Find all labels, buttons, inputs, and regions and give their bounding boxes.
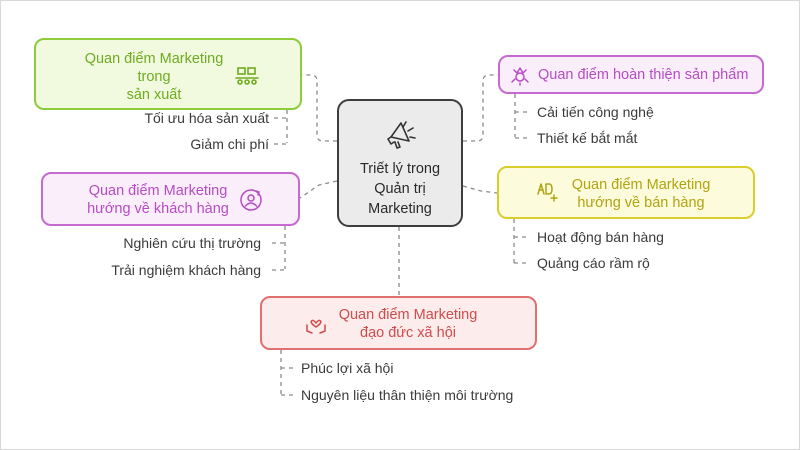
- node-sales-title: Quan điểm Marketing hướng về bán hàng: [571, 177, 711, 211]
- node-ethics: Quan điểm Marketing đạo đức xã hội: [260, 296, 537, 350]
- node-product: Quan điểm hoàn thiện sản phẩm: [498, 55, 764, 94]
- megaphone-icon: [387, 121, 416, 149]
- center-node: Triết lý trong Quản trị Marketing: [337, 99, 463, 227]
- heart-hands-icon: [306, 319, 326, 334]
- production-item-2: Giảm chi phí: [190, 136, 269, 152]
- product-item-1: Cải tiến công nghệ: [537, 104, 654, 120]
- node-customer: Quan điểm Marketing hướng về khách hàng: [41, 172, 300, 226]
- connector-center-customer: [299, 180, 338, 199]
- ad-sparkle-icon: [537, 183, 558, 202]
- node-ethics-title: Quan điểm Marketing đạo đức xã hội: [338, 307, 478, 341]
- node-production: Quan điểm Marketing trong sản xuất: [34, 38, 302, 110]
- ethics-item-1: Phúc lợi xã hội: [301, 360, 394, 376]
- node-product-title: Quan điểm hoàn thiện sản phẩm: [538, 67, 749, 83]
- sales-item-1: Hoạt động bán hàng: [537, 229, 664, 245]
- node-customer-title: Quan điểm Marketing hướng về khách hàng: [87, 183, 229, 217]
- production-item-1: Tối ưu hóa sản xuất: [144, 110, 269, 126]
- user-cycle-icon: [240, 189, 262, 211]
- customer-item-1: Nghiên cứu thị trường: [123, 235, 261, 251]
- node-sales: Quan điểm Marketing hướng về bán hàng: [497, 166, 755, 219]
- connector-center-production: [302, 74, 337, 142]
- connector-center-sales: [462, 185, 498, 194]
- center-title: Triết lý trong Quản trị Marketing: [359, 161, 441, 217]
- customer-item-2: Trải nghiệm khách hàng: [111, 262, 261, 278]
- product-item-2: Thiết kế bắt mắt: [537, 130, 638, 146]
- node-production-title: Quan điểm Marketing trong sản xuất: [84, 51, 224, 103]
- connector-center-product: [463, 74, 498, 142]
- ethics-item-2: Nguyên liệu thân thiện môi trường: [301, 387, 514, 403]
- sparkle-crown-icon: [511, 67, 529, 86]
- conveyor-icon: [235, 67, 259, 85]
- sales-item-2: Quảng cáo rầm rộ: [537, 255, 650, 271]
